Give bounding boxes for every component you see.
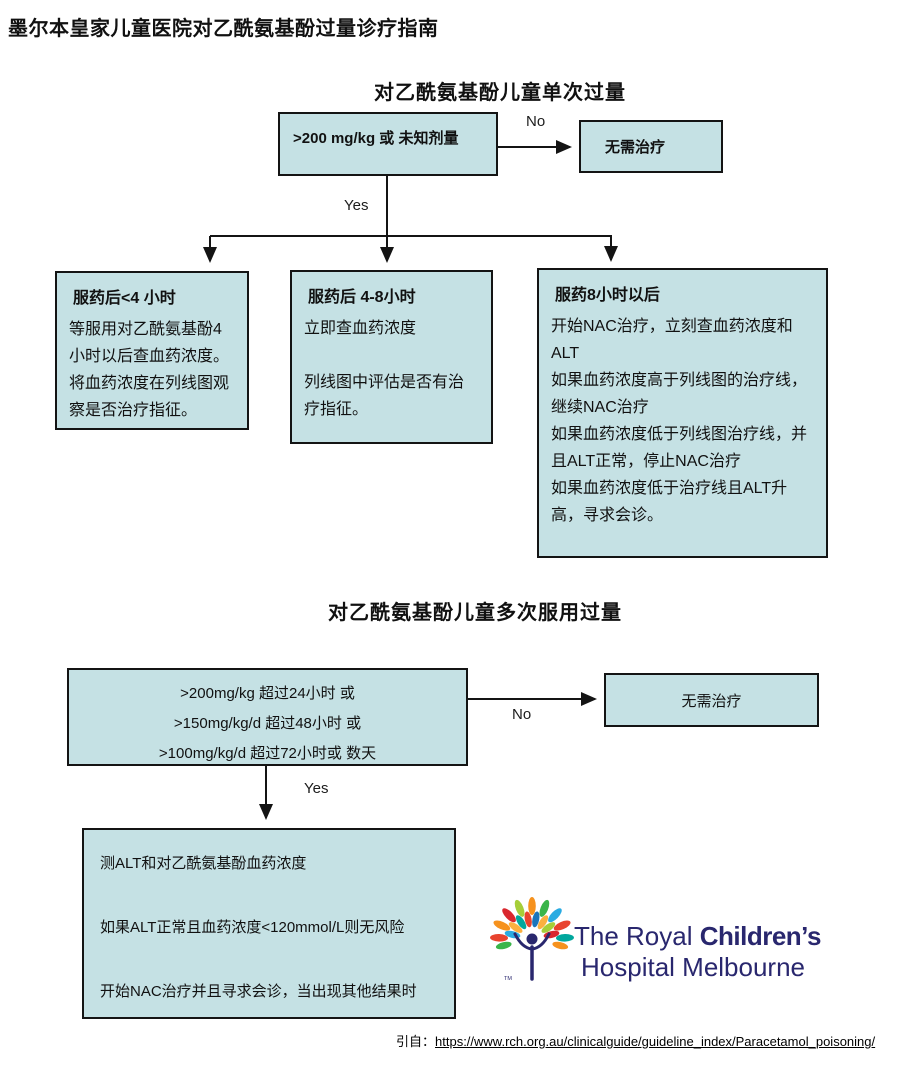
branch-over-8h-title: 服药8小时以后 [555,287,660,304]
branch-under-4h-title: 服药后<4 小时 [73,290,176,307]
decision-box-single-dose-text: >200 mg/kg 或 未知剂量 [293,130,459,147]
branch-box-over-8h: 服药8小时以后 开始NAC治疗，立刻查血药浓度和ALT 如果血药浓度高于列线图的… [537,268,828,558]
branch-over-8h-p3: 如果血药浓度低于列线图治疗线，并且ALT正常，停止NAC治疗 [551,426,808,470]
branch-over-8h-p2: 如果血药浓度高于列线图的治疗线，继续NAC治疗 [551,372,808,416]
rch-logo-wordmark: The Royal Children’s Hospital Melbourne [574,921,821,983]
rch-logo-childrens: Children’s [699,921,822,951]
decision-repeated-line3: >100mg/kg/d 超过72小时或 数天 [158,745,377,762]
decision-box-repeated-dose: >200mg/kg 超过24小时 或 >150mg/kg/d 超过48小时 或 … [67,668,468,766]
trademark-text: TM [504,976,512,982]
branch-4-8h-p1: 立即查血药浓度 [304,320,417,337]
figure-head [526,933,538,945]
section2-heading: 对乙酰氨基酚儿童多次服用过量 [328,602,622,624]
label-no-2: No [512,706,532,723]
citation: 引自：https://www.rch.org.au/clinicalguide/… [396,1031,875,1050]
citation-prefix: 引自： [396,1034,436,1049]
rch-logo-line1: The Royal Children’s [574,921,821,952]
branch-over-8h-p1: 开始NAC治疗，立刻查血药浓度和ALT [551,318,793,362]
repeated-dose-result-box: 测ALT和对乙酰氨基酚血药浓度 如果ALT正常且血药浓度<120mmol/L则无… [82,828,456,1019]
page-title: 墨尔本皇家儿童医院对乙酰氨基酚过量诊疗指南 [8,18,439,40]
result-p2: 如果ALT正常且血药浓度<120mmol/L则无风险 [100,919,405,936]
branch-box-4-8h: 服药后 4-8小时 立即查血药浓度 列线图中评估是否有治疗指征。 [290,270,493,444]
decision-repeated-line2: >150mg/kg/d 超过48小时 或 [173,715,362,732]
label-yes-2: Yes [304,780,329,797]
no-treatment-box-1-text: 无需治疗 [605,139,666,156]
no-treatment-box-2: 无需治疗 [604,673,819,727]
label-yes-1: Yes [344,197,369,214]
branch-under-4h-body: 等服用对乙酰氨基酚4 小时以后查血药浓度。将血药浓度在列线图观察是否治疗指征。 [69,321,230,419]
branch-box-under-4h: 服药后<4 小时 等服用对乙酰氨基酚4 小时以后查血药浓度。将血药浓度在列线图观… [55,271,249,430]
rch-logo-the-royal: The Royal [574,921,700,951]
no-treatment-box-2-text: 无需治疗 [681,692,742,710]
result-p3: 开始NAC治疗并且寻求会诊，当出现其他结果时 [100,983,417,1000]
rch-logo-line2: Hospital Melbourne [581,952,806,982]
decision-box-single-dose: >200 mg/kg 或 未知剂量 [278,112,498,176]
rch-logo-icon: TM [490,897,574,982]
branch-over-8h-p4: 如果血药浓度低于治疗线且ALT升高，寻求会诊。 [551,480,788,524]
branch-4-8h-p2: 列线图中评估是否有治疗指征。 [304,374,465,418]
citation-link[interactable]: https://www.rch.org.au/clinicalguide/gui… [435,1034,876,1049]
label-no-1: No [526,113,546,130]
decision-repeated-line1: >200mg/kg 超过24小时 或 [180,685,355,702]
no-treatment-box-1: 无需治疗 [579,120,723,173]
section1-heading: 对乙酰氨基酚儿童单次过量 [374,82,626,104]
result-p1: 测ALT和对乙酰氨基酚血药浓度 [100,855,307,872]
branch-4-8h-title: 服药后 4-8小时 [308,289,416,306]
